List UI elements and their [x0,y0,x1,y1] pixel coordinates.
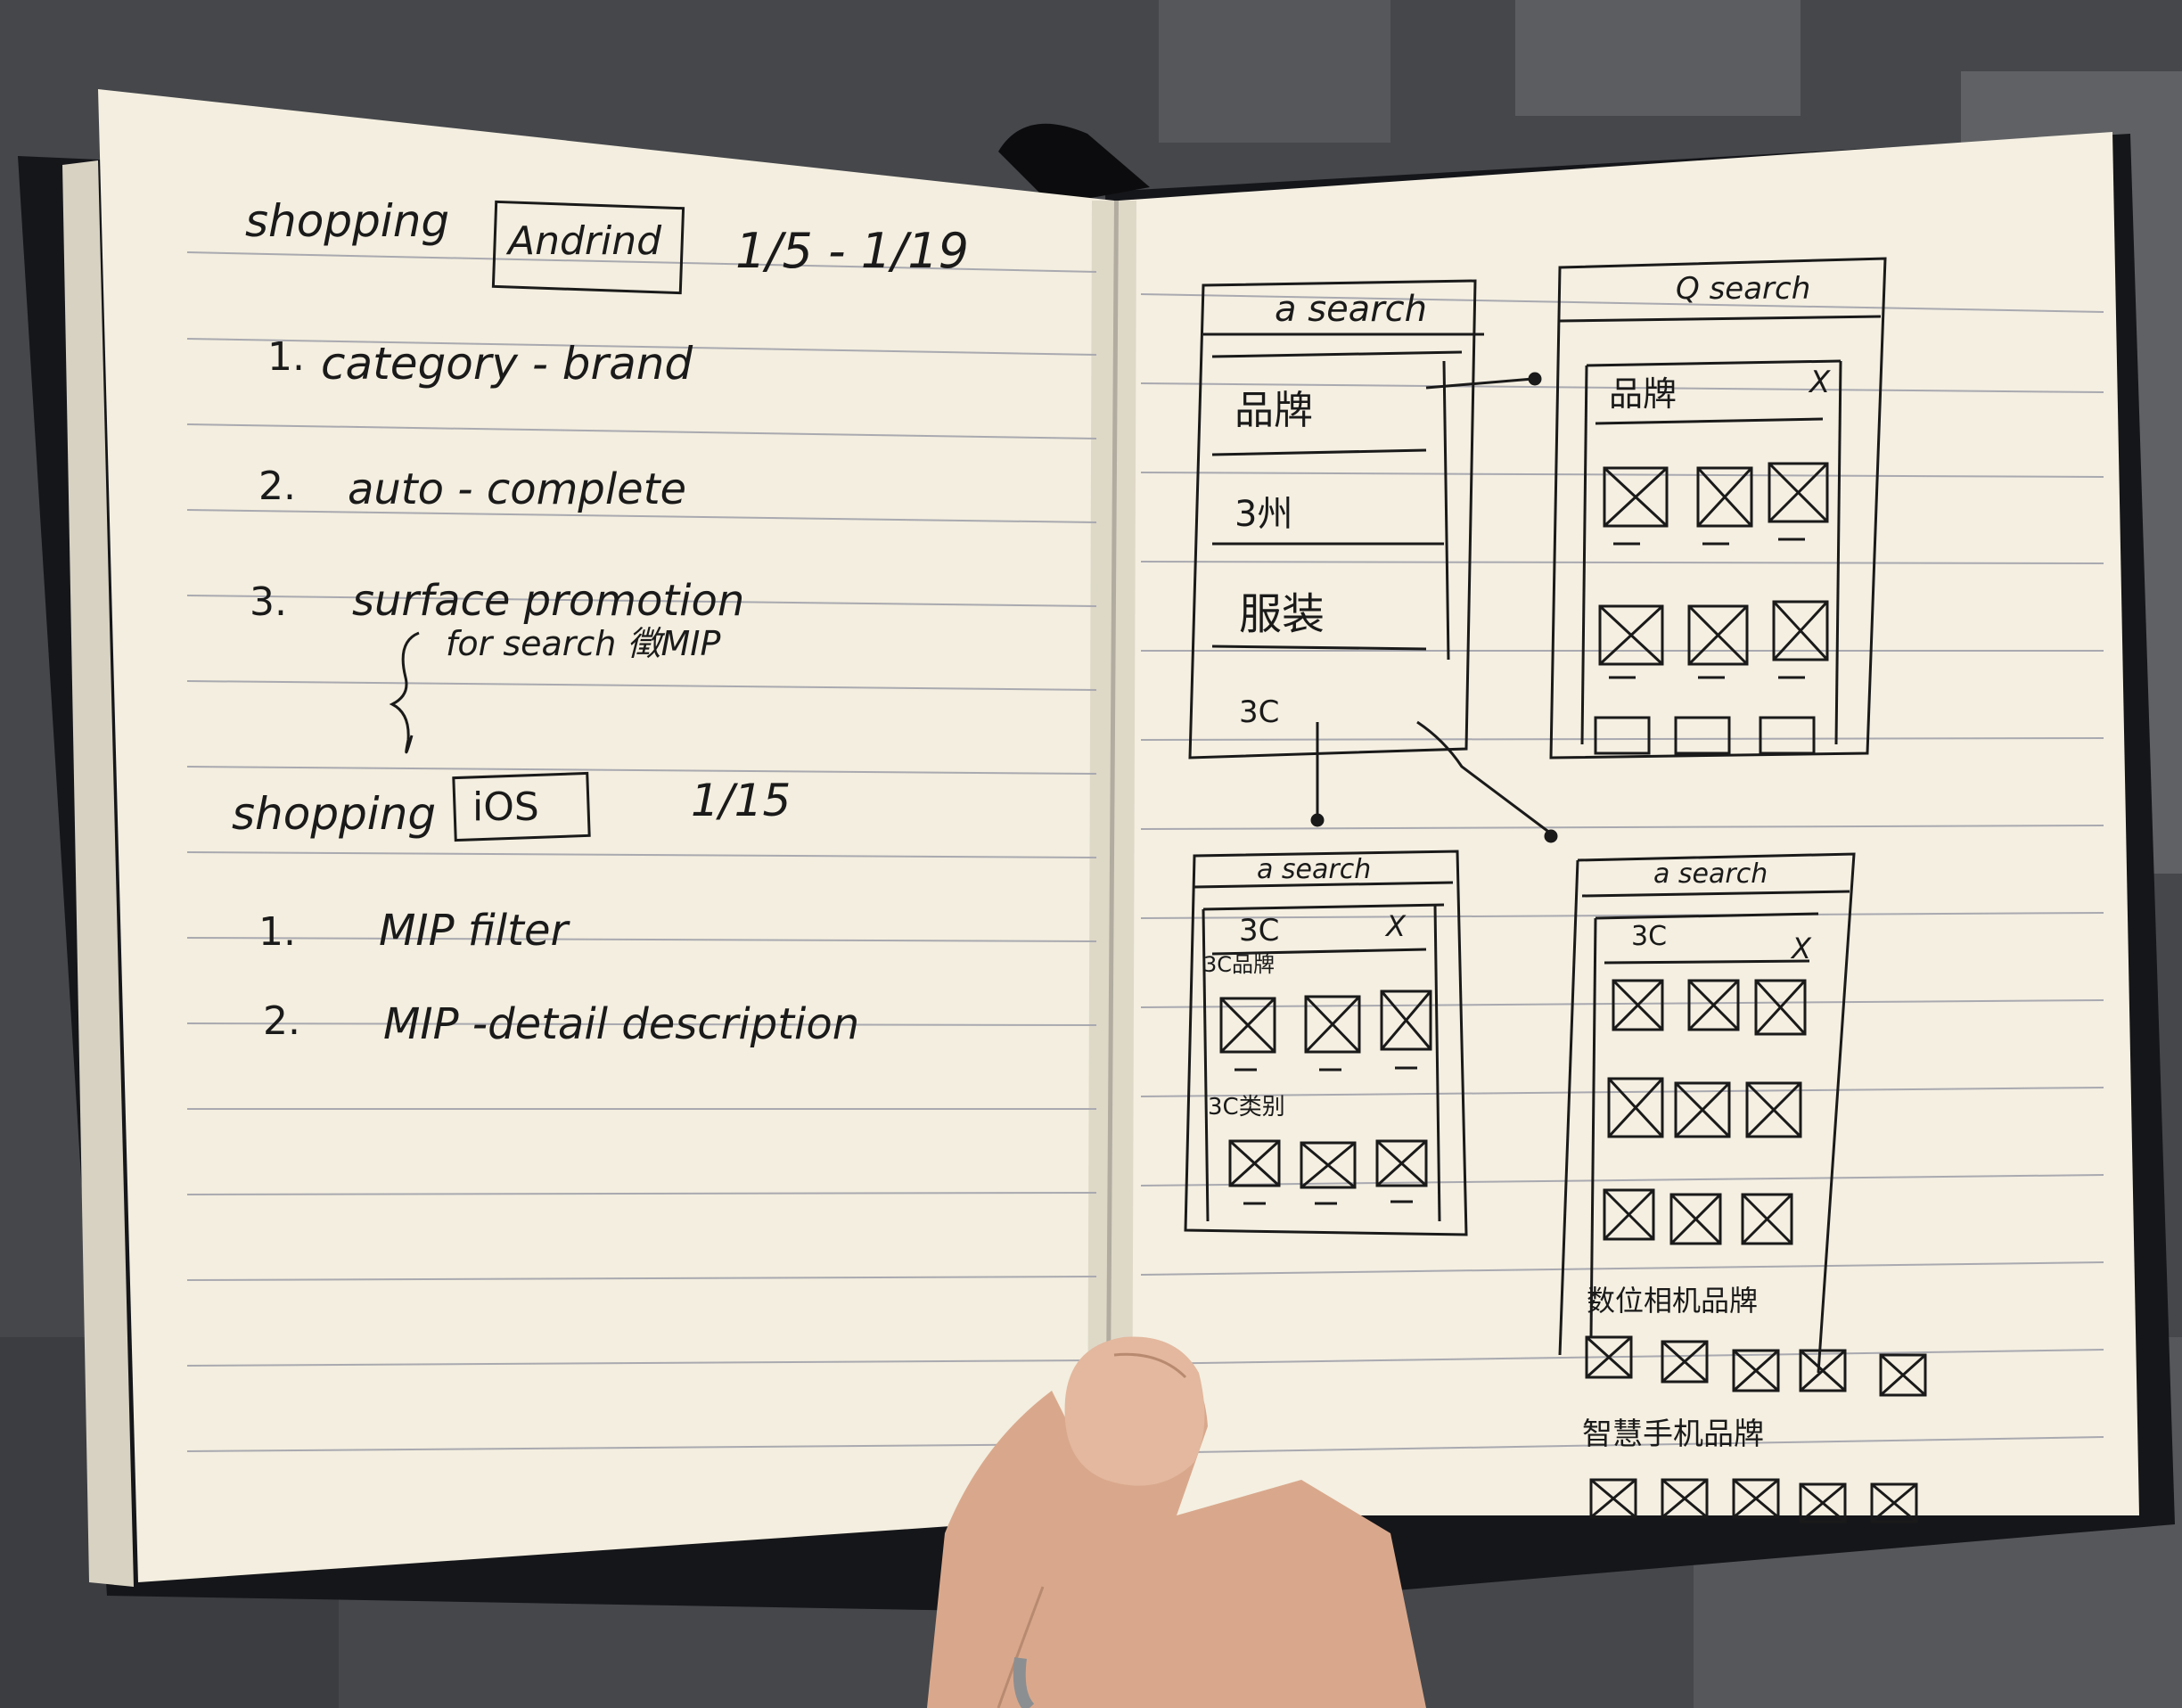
hand [927,1336,1426,1708]
left-page [98,89,1114,1582]
ios-item-1-num: 1. [258,909,296,955]
ios-heading: shopping iOS 1/15 [232,771,791,842]
screen-1-row-4: 3C [1239,694,1279,730]
android-heading: shopping Andrind 1/5 - 1/19 [245,195,969,295]
screen-3-labels: a search 3C X 3C品牌 3C类别 [1203,854,1407,1121]
wireframe-screen-4 [1558,852,1927,1523]
screen-2-chip-label: 品牌 [1609,374,1677,414]
screen-1-row-2: 3州 [1235,494,1292,535]
curly-brace [389,631,420,754]
wireframe-drawings [1184,257,1927,1523]
wireframe-screen-1 [1188,279,1558,843]
android-dates: 1/5 - 1/19 [735,223,969,279]
ios-list: 1. MIP filter 2. MIP -detail description [258,906,859,1049]
screen-4-close-icon: X [1790,932,1812,965]
screen-3-section-2: 3C类别 [1208,1094,1285,1121]
ios-heading-word: shopping [232,788,436,840]
screen-1-row-1: 品牌 [1235,388,1313,433]
ios-platform-label: iOS [472,784,539,830]
android-sub-note: for search 徵MIP [446,624,720,663]
screen-3-close-icon: X [1384,909,1407,943]
android-platform-label: Andrind [505,218,662,264]
screen-4-labels: a search 3C X 数位相机品牌 智慧手机品牌 [1582,858,1812,1452]
android-list: 1. category - brand 2. auto - complete 3… [250,334,744,754]
ios-item-1-text: MIP filter [379,906,570,956]
right-page-rules [1140,293,2104,1454]
screen-3-chip-label: 3C [1239,913,1279,948]
screen-1-labels: a search 品牌 3州 服装 3C [1235,289,1427,730]
screen-2-close-icon: X [1808,365,1831,400]
right-page [1110,132,2139,1515]
ring [1013,1657,1035,1708]
screen-4-chip-label: 3C [1631,921,1667,952]
ios-item-2-num: 2. [263,998,300,1044]
screen-1-search-label: a search [1275,289,1427,330]
android-heading-word: shopping [245,195,449,247]
ios-date: 1/15 [691,775,791,826]
android-platform-box [491,200,685,295]
screen-4-search-label: a search [1653,858,1768,890]
wireframe-screen-3 [1184,850,1468,1236]
android-item-3-text: surface promotion [352,576,744,626]
android-item-3-num: 3. [250,579,287,625]
screen-2-search-label: Q search [1676,271,1810,307]
screen-3-section-1: 3C品牌 [1203,952,1275,977]
screen-2-labels: Q search 品牌 X [1609,271,1831,414]
ios-item-2-text: MIP -detail description [383,999,859,1049]
wireframe-screen-2 [1549,257,1887,760]
screen-3-search-label: a search [1257,854,1371,885]
screen-1-row-3: 服装 [1239,589,1325,639]
screen-4-section-2: 智慧手机品牌 [1582,1416,1764,1452]
ios-platform-box [452,771,591,842]
android-item-2-num: 2. [258,464,296,509]
android-item-1-num: 1. [267,334,305,380]
screen-4-section-1: 数位相机品牌 [1587,1284,1758,1318]
android-item-2-text: auto - complete [348,464,686,514]
ribbon-bookmark [998,123,1150,205]
left-page-rules [186,251,1097,1452]
android-item-1-text: category - brand [321,338,693,390]
